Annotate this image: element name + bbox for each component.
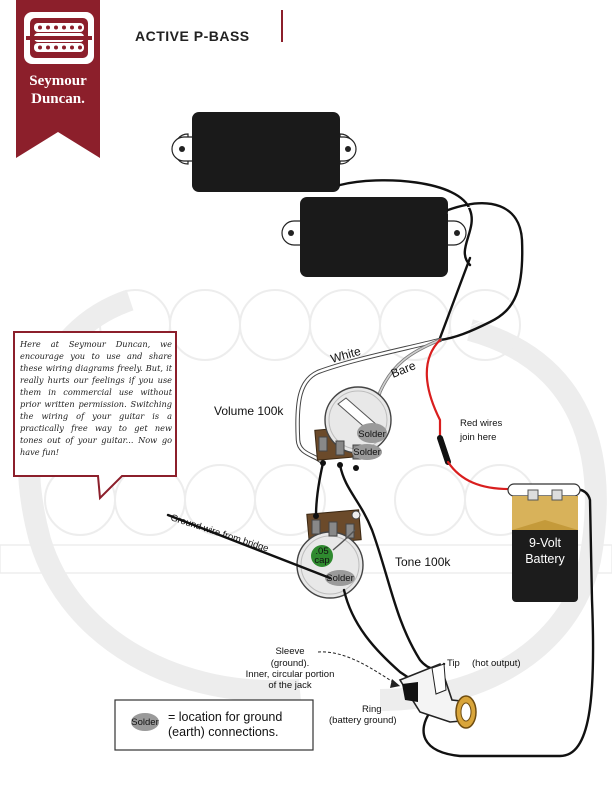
volume-solder-label-2: Solder xyxy=(353,447,380,458)
ring-label: Ring xyxy=(362,704,382,715)
pickup-bottom xyxy=(281,197,467,277)
tone-label: Tone 100k xyxy=(395,555,451,569)
tip-note: (hot output) xyxy=(472,658,521,669)
volume-solder-label: Solder xyxy=(358,429,385,440)
cap-label: cap xyxy=(314,555,329,566)
tone-capacitor xyxy=(311,545,333,567)
legend-solder-icon xyxy=(131,713,159,731)
pickup-wires xyxy=(338,179,524,342)
volume-label: Volume 100k xyxy=(214,404,284,418)
pickup-bottom-body xyxy=(300,197,448,277)
white-bare-leads xyxy=(295,337,443,465)
tip-label: Tip xyxy=(447,658,460,669)
note-text: Here at Seymour Duncan, we encourage you… xyxy=(20,339,172,457)
tone-solder-blob xyxy=(325,570,355,586)
pickup-top-body xyxy=(192,112,340,192)
battery-label-2: Battery xyxy=(525,552,565,566)
sleeve-label-3: Inner, circular portion xyxy=(246,669,335,680)
cap-value: .05 xyxy=(315,546,328,557)
battery: 9-Volt Battery xyxy=(507,483,581,602)
brand-line2: Duncan. xyxy=(31,91,85,107)
tone-solder-label: Solder xyxy=(326,573,353,584)
ground-wire-label: Ground wire from bridge xyxy=(169,512,270,554)
volume-solder-blob xyxy=(357,423,387,443)
tone-pot: .05 cap Solder xyxy=(296,509,364,599)
output-jack xyxy=(398,662,477,729)
sleeve-label-4: of the jack xyxy=(268,680,312,691)
red-wire xyxy=(425,338,516,491)
control-wires xyxy=(166,461,595,758)
battery-label-1: 9-Volt xyxy=(529,536,561,550)
sleeve-label-2: (ground). xyxy=(271,658,310,669)
red-wires-label-2: join here xyxy=(459,432,496,443)
legend-text: = location for ground (earth) connection… xyxy=(168,710,283,739)
sleeve-pointer-arrow xyxy=(390,679,400,688)
brand-line1: Seymour xyxy=(29,73,87,89)
sleeve-label-1: Sleeve xyxy=(275,646,304,657)
legend-solder-label: Solder xyxy=(131,717,158,728)
seymour-duncan-logo: Seymour Duncan. xyxy=(16,0,100,158)
ring-note: (battery ground) xyxy=(329,715,397,726)
volume-pot: Solder Solder xyxy=(314,386,392,471)
pickup-top xyxy=(171,112,357,192)
bare-wire-label: Bare xyxy=(389,358,418,381)
red-wires-label-1: Red wires xyxy=(460,418,502,429)
page-title: ACTIVE P-BASS xyxy=(135,28,250,44)
tone-pot-body xyxy=(296,531,364,599)
legend-box: Solder xyxy=(114,699,314,751)
note-bubble xyxy=(13,331,177,501)
